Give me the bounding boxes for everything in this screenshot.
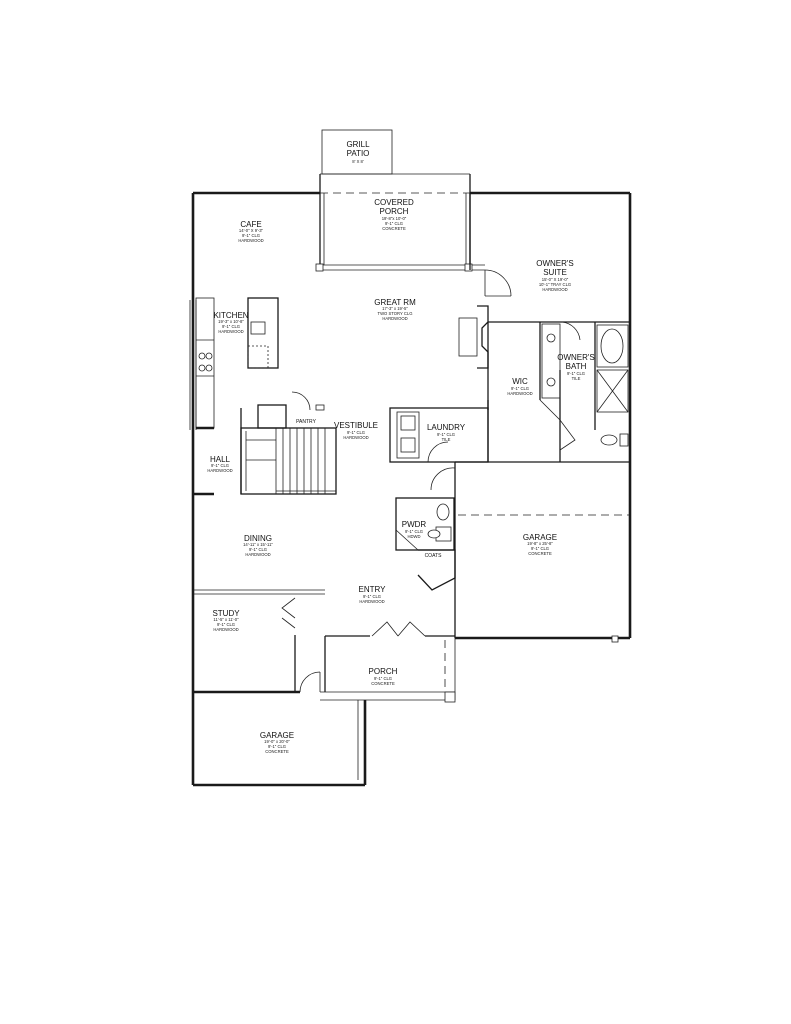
- powder-room: PWDR 9'-1" CLG HDWD COATS: [395, 497, 456, 591]
- wic-name: WIC: [512, 377, 528, 386]
- dining-dim3: HARDWOOD: [245, 552, 270, 557]
- kitchen-dim2: 9'-1" CLG: [222, 324, 240, 329]
- owners-suite-dim2: 10'-1" TRAY CLG: [539, 282, 571, 287]
- pwdr-name: PWDR: [402, 520, 427, 529]
- covered-porch-name-line2: PORCH: [380, 207, 409, 216]
- pwdr-dim2: HDWD: [407, 534, 420, 539]
- grill-patio: GRILL PATIO 8' X 8': [321, 129, 393, 175]
- porch-dim2: CONCRETE: [371, 681, 395, 686]
- garage-left-dim1: 19'-0" x 20'-0": [264, 739, 290, 744]
- covered-porch-dim2: 9'-1" CLG: [385, 221, 403, 226]
- study-name: STUDY: [212, 609, 240, 618]
- study-dim1: 11'-5" x 11'-0": [213, 617, 239, 622]
- garage-right-dim3: CONCRETE: [528, 551, 552, 556]
- stair-treads: [282, 428, 326, 494]
- garage-left-dim2: 9'-1" CLG: [268, 744, 286, 749]
- study-dim2: 9'-1" CLG: [217, 622, 235, 627]
- porch-dim1: 9'-1" CLG: [374, 676, 392, 681]
- vestibule-laundry: VESTIBULE 9'-1" CLG HARDWOOD LAUNDRY 9'-…: [334, 407, 489, 463]
- great-rm-name: GREAT RM: [374, 298, 416, 307]
- dining-dim2: 9'-1" CLG: [249, 547, 267, 552]
- study: STUDY 11'-5" x 11'-0" 9'-1" CLG HARDWOOD: [192, 594, 321, 694]
- owners-bath-dim2: TILE: [572, 376, 581, 381]
- garage-right-dim1: 19'-8" x 25'-8": [527, 541, 553, 546]
- great-room: GREAT RM 17'-3" x 19'-5" TWO STORY CLG H…: [374, 298, 489, 369]
- cafe-dim2: 9'-1" CLG: [242, 233, 260, 238]
- cafe-dim1: 14'-0" X 9'-3": [239, 228, 264, 233]
- porch-door: [484, 269, 512, 297]
- owners-bath-name-line2: BATH: [566, 362, 587, 371]
- hall-dim1: 9'-1" CLG: [211, 463, 229, 468]
- garage-left: GARAGE 19'-0" x 20'-0" 9'-1" CLG CONCRET…: [192, 692, 359, 785]
- grill-patio-name-line2: PATIO: [347, 149, 370, 158]
- great-rm-dim3: HARDWOOD: [382, 316, 407, 321]
- vestibule-dim2: HARDWOOD: [343, 435, 368, 440]
- pwdr-dim1: 9'-1" CLG: [405, 529, 423, 534]
- wic-dim1: 9'-1" CLG: [511, 386, 529, 391]
- covered-porch: COVERED PORCH 19'-8"x 10'-0" 9'-1" CLG C…: [315, 173, 485, 272]
- coats-name: COATS: [425, 553, 443, 559]
- garage-right-dim2: 9'-1" CLG: [531, 546, 549, 551]
- owners-suite-dim3: HARDWOOD: [542, 287, 567, 292]
- entry: ENTRY 9'-1" CLG HARDWOOD: [193, 585, 455, 637]
- cafe-name: CAFE: [240, 220, 261, 229]
- porch-name: PORCH: [369, 667, 398, 676]
- kitchen: KITCHEN 19'-3" x 10'-8" 9'-1" CLG HARDWO…: [195, 297, 279, 429]
- kitchen-name: KITCHEN: [213, 311, 248, 320]
- grill-patio-name-line1: GRILL: [346, 140, 370, 149]
- covered-porch-dim1: 19'-8"x 10'-0": [382, 216, 407, 221]
- covered-porch-name-line1: COVERED: [374, 198, 414, 207]
- wic-dim2: HARDWOOD: [507, 391, 532, 396]
- entry-dim2: HARDWOOD: [359, 599, 384, 604]
- study-dim3: HARDWOOD: [213, 627, 238, 632]
- laundry-dim1: 9'-1" CLG: [437, 432, 455, 437]
- garage-left-name: GARAGE: [260, 731, 294, 740]
- dining: DINING 14'-11" x 15'-11" 9'-1" CLG HARDW…: [243, 534, 273, 557]
- dining-dim1: 14'-11" x 15'-11": [243, 542, 273, 547]
- owners-suite-name-line2: SUITE: [543, 268, 567, 277]
- stair-core: PANTRY HALL 9'-1" CLG HARDWOOD: [193, 391, 337, 496]
- hall-name: HALL: [210, 455, 231, 464]
- owners-bath-name-line1: OWNER'S: [557, 353, 595, 362]
- garage-right: GARAGE 19'-8" x 25'-8" 9'-1" CLG CONCRET…: [523, 533, 557, 556]
- kitchen-dim1: 19'-3" x 10'-8": [218, 319, 244, 324]
- front-porch: PORCH 9'-1" CLG CONCRETE: [320, 636, 456, 703]
- laundry-name: LAUNDRY: [427, 423, 466, 432]
- kitchen-dim3: HARDWOOD: [218, 329, 243, 334]
- covered-porch-dim3: CONCRETE: [382, 226, 406, 231]
- pantry-name: PANTRY: [296, 419, 316, 425]
- grill-patio-dims: 8' X 8': [352, 159, 364, 164]
- owners-suite-name-line1: OWNER'S: [536, 259, 574, 268]
- owners-wing: OWNER'S SUITE 15'-0" X 19'-0" 10'-1" TRA…: [469, 193, 630, 462]
- garage-left-dim3: CONCRETE: [265, 749, 289, 754]
- great-rm-dim1: 17'-3" x 19'-5": [382, 306, 408, 311]
- entry-dim1: 9'-1" CLG: [363, 594, 381, 599]
- dining-name: DINING: [244, 534, 272, 543]
- owners-suite-dim1: 15'-0" X 19'-0": [542, 277, 569, 282]
- owners-bath-dim1: 9'-1" CLG: [567, 371, 585, 376]
- great-rm-dim2: TWO STORY CLG: [378, 311, 413, 316]
- cafe-dim3: HARDWOOD: [238, 238, 263, 243]
- entry-name: ENTRY: [359, 585, 387, 594]
- laundry-dim2: TILE: [442, 437, 451, 442]
- hall-dim2: HARDWOOD: [207, 468, 232, 473]
- garage-right-name: GARAGE: [523, 533, 557, 542]
- cafe: CAFE 14'-0" X 9'-3" 9'-1" CLG HARDWOOD: [238, 220, 263, 243]
- vestibule-dim1: 9'-1" CLG: [347, 430, 365, 435]
- vestibule-name: VESTIBULE: [334, 421, 378, 430]
